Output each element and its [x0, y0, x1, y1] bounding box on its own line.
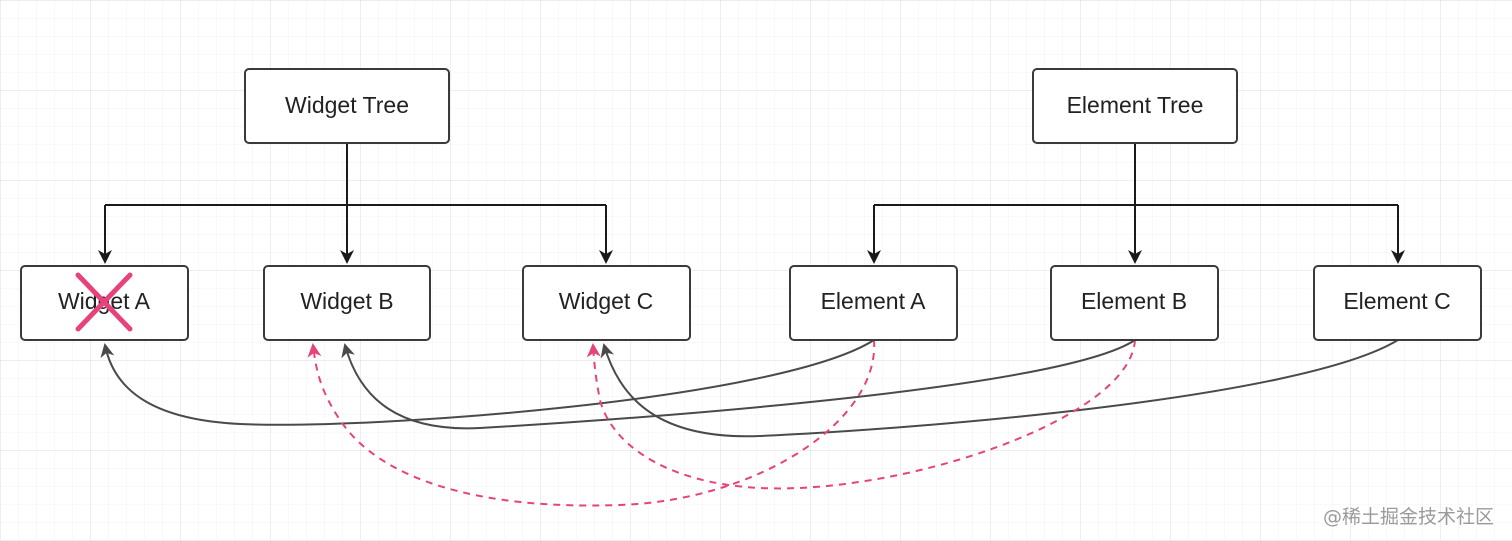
node-widget-b: Widget B — [263, 265, 431, 341]
root-node-element-tree: Element Tree — [1032, 68, 1238, 144]
watermark-text: @稀土掘金技术社区 — [1322, 506, 1494, 528]
new-reference-edges — [307, 339, 1136, 507]
ref-edge-element-c-to-widget-c — [600, 339, 1399, 438]
reference-edges — [100, 339, 1399, 438]
new-ref-edge-element-a-to-widget-b — [307, 339, 876, 507]
new-ref-edge-element-b-to-widget-c — [586, 339, 1136, 490]
node-element-a: Element A — [789, 265, 958, 341]
node-widget-a: Widget A — [20, 265, 189, 341]
node-label-widget-b: Widget B — [300, 288, 393, 314]
node-widget-c: Widget C — [522, 265, 691, 341]
root-label-widget-tree: Widget Tree — [285, 92, 409, 118]
node-element-c: Element C — [1313, 265, 1482, 341]
removed-x-icon — [75, 272, 133, 332]
element-tree-edges — [867, 143, 1405, 264]
widget-tree-edges — [98, 143, 613, 264]
node-label-widget-c: Widget C — [559, 288, 654, 314]
node-label-element-b: Element B — [1081, 288, 1187, 314]
root-label-element-tree: Element Tree — [1067, 92, 1204, 118]
node-element-b: Element B — [1050, 265, 1219, 341]
node-label-element-c: Element C — [1343, 288, 1450, 314]
ref-edge-element-a-to-widget-a — [100, 339, 875, 426]
node-label-element-a: Element A — [821, 288, 926, 314]
root-node-widget-tree: Widget Tree — [244, 68, 450, 144]
ref-edge-element-b-to-widget-b — [341, 339, 1136, 430]
